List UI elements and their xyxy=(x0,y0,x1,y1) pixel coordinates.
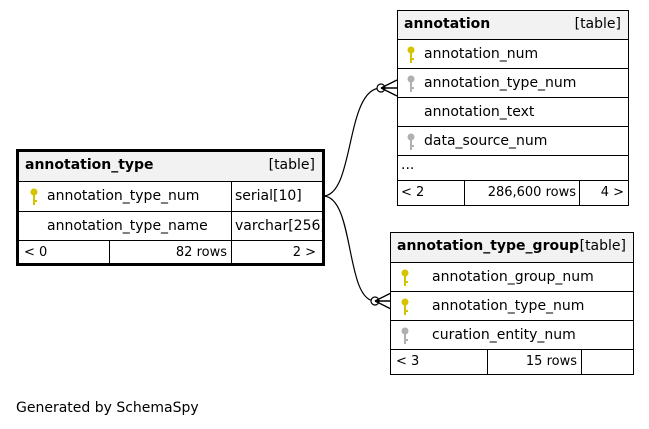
generator-credit: Generated by SchemaSpy xyxy=(16,400,199,416)
table-footer: < 3 15 rows xyxy=(391,350,633,374)
primary-key-icon xyxy=(30,188,38,205)
foreign-key-icon xyxy=(401,327,409,344)
column-name: curation_entity_num xyxy=(432,327,576,343)
table-header: annotation_type [table] xyxy=(19,152,322,182)
children-count[interactable]: 2 > xyxy=(292,245,316,260)
column-row[interactable]: annotation_group_num xyxy=(391,263,633,292)
primary-key-icon xyxy=(401,298,409,315)
column-type: varchar[256] xyxy=(231,212,326,240)
column-name: annotation_type_num xyxy=(424,75,577,91)
table-header: annotation_type_group [table] xyxy=(391,233,633,263)
column-name: data_source_num xyxy=(424,133,548,149)
column-row[interactable]: annotation_type_num xyxy=(398,69,628,98)
row-count: 286,600 rows xyxy=(487,185,576,200)
primary-key-icon xyxy=(407,46,415,63)
column-name: annotation_type_num xyxy=(432,298,585,314)
relationship-edge-annotation-type-group xyxy=(322,195,376,302)
primary-key-icon xyxy=(401,269,409,286)
column-row[interactable]: annotation_type_name varchar[256] xyxy=(19,212,326,241)
more-columns-label: ... xyxy=(401,157,415,173)
column-row[interactable]: annotation_type_num serial[10] xyxy=(19,182,322,212)
foreign-key-icon xyxy=(407,133,415,150)
column-row[interactable]: annotation_text xyxy=(398,98,628,127)
column-name: annotation_num xyxy=(424,46,539,62)
column-name: annotation_type_name xyxy=(47,218,208,234)
table-annotation-type[interactable]: annotation_type [table] annotation_type_… xyxy=(16,149,326,266)
crowfoot-annotation xyxy=(380,79,398,97)
table-type-label: [table] xyxy=(268,157,315,173)
column-row[interactable]: curation_entity_num xyxy=(391,321,633,350)
table-footer: < 2 286,600 rows 4 > xyxy=(398,181,628,205)
foreign-key-icon xyxy=(407,75,415,92)
table-type-label: [table] xyxy=(579,238,626,254)
parents-count[interactable]: < 3 xyxy=(396,354,420,369)
column-type: serial[10] xyxy=(231,182,302,211)
table-name: annotation_type_group xyxy=(397,238,580,254)
column-name: annotation_text xyxy=(424,104,535,120)
relationship-edge-annotation xyxy=(322,87,382,197)
table-annotation[interactable]: annotation [table] annotation_num annota… xyxy=(397,10,629,206)
table-name: annotation_type xyxy=(25,157,154,173)
parents-count[interactable]: < 2 xyxy=(401,185,425,200)
column-row[interactable]: annotation_type_num xyxy=(391,292,633,321)
column-row[interactable]: data_source_num xyxy=(398,127,628,156)
more-columns-row[interactable]: ... xyxy=(398,156,628,181)
table-type-label: [table] xyxy=(574,16,621,32)
column-row[interactable]: annotation_num xyxy=(398,40,628,69)
table-footer: < 0 82 rows 2 > xyxy=(19,241,322,263)
table-name: annotation xyxy=(404,16,491,32)
row-count: 82 rows xyxy=(175,245,227,260)
parents-count[interactable]: < 0 xyxy=(24,245,48,260)
crowfoot-annotation-type-group xyxy=(374,292,392,310)
column-name: annotation_type_num xyxy=(47,188,200,204)
row-count: 15 rows xyxy=(525,354,577,369)
column-name: annotation_group_num xyxy=(432,269,594,285)
table-header: annotation [table] xyxy=(398,11,628,40)
children-count[interactable]: 4 > xyxy=(600,185,624,200)
table-annotation-type-group[interactable]: annotation_type_group [table] annotation… xyxy=(390,232,634,375)
